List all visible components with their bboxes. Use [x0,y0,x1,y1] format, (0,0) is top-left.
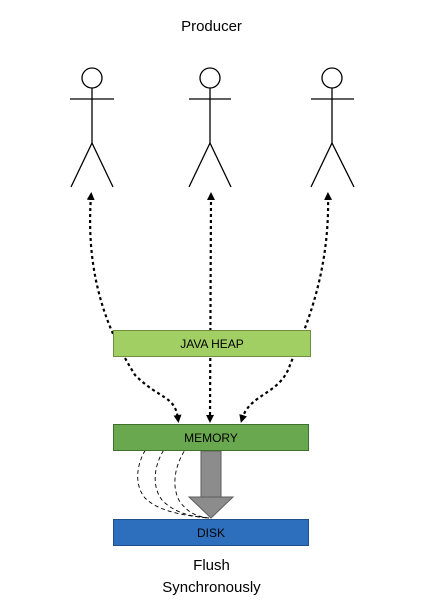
connector-middle [206,192,215,423]
java-heap-label: JAVA HEAP [180,336,244,351]
producer-title: Producer [181,18,242,35]
connector-left [86,192,182,423]
flush-caption-line1: Flush [193,557,230,574]
producer-figure-middle [188,67,232,188]
java-heap-box: JAVA HEAP [113,330,311,357]
flush-caption-line2: Synchronously [162,579,261,596]
connector-right [239,192,333,423]
memory-label: MEMORY [184,430,238,445]
producer-figure-right [310,67,355,188]
producer-figure-left [70,67,114,188]
disk-box: DISK [113,519,309,546]
disk-label: DISK [196,525,225,540]
flush-arrow [187,450,235,519]
memory-box: MEMORY [113,424,309,451]
